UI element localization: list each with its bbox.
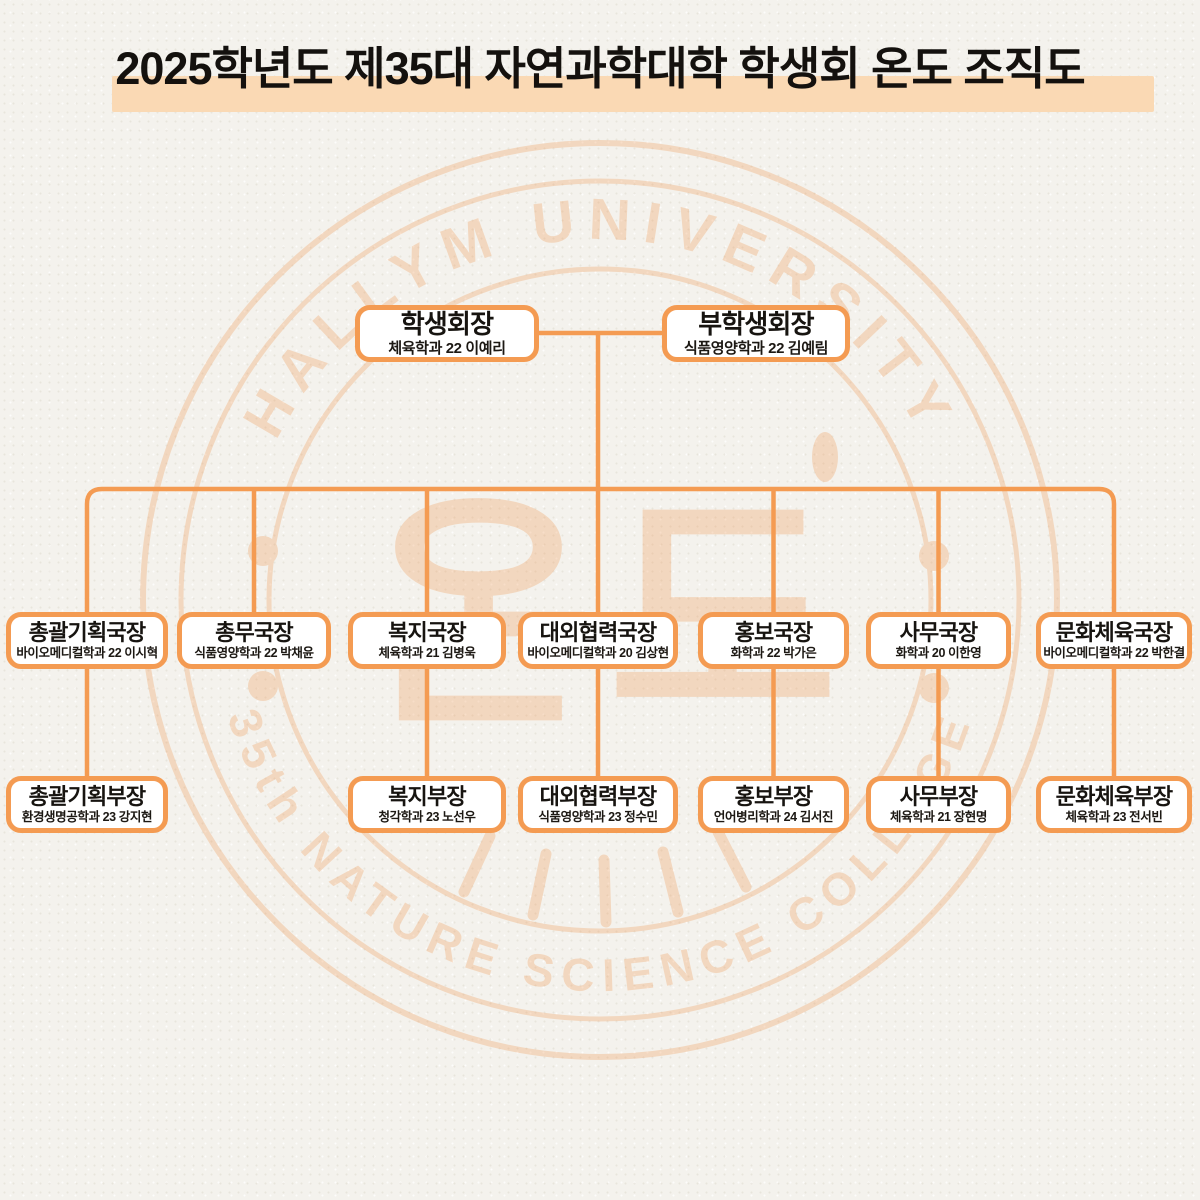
node-title: 홍보국장: [734, 620, 814, 645]
node-title: 복지부장: [388, 784, 467, 809]
node-title: 대외협력부장: [539, 784, 657, 809]
node-title: 대외협력국장: [539, 620, 657, 645]
org-node-director-general-affairs: 총무국장 식품영양학과 22 박채윤: [177, 612, 331, 669]
node-title: 홍보부장: [734, 784, 814, 809]
node-subtitle: 체육학과 23 전서빈: [1065, 810, 1163, 824]
node-subtitle: 화학과 20 이한영: [895, 646, 982, 660]
node-title: 부학생회장: [698, 309, 814, 339]
connector-bus: [84, 486, 1117, 616]
org-node-vice-president: 부학생회장 식품영양학과 22 김예림: [662, 305, 850, 362]
node-title: 복지국장: [388, 620, 467, 645]
org-node-president: 학생회장 체육학과 22 이예리: [355, 305, 539, 362]
node-subtitle: 식품영양학과 22 김예림: [683, 340, 829, 357]
node-subtitle: 환경생명공학과 23 강지현: [21, 810, 153, 824]
org-node-director-culture-sports: 문화체육국장 바이오메디컬학과 22 박한결: [1036, 612, 1192, 669]
seal-radial-ticks: [458, 826, 752, 928]
node-title: 사무부장: [899, 784, 979, 809]
org-node-director-welfare: 복지국장 체육학과 21 김병욱: [348, 612, 506, 669]
node-title: 문화체육국장: [1055, 620, 1173, 645]
node-title: 총괄기획부장: [28, 784, 146, 809]
org-node-deputy-general-planning: 총괄기획부장 환경생명공학과 23 강지현: [6, 776, 168, 833]
node-subtitle: 화학과 22 박가은: [730, 646, 817, 660]
org-node-deputy-external-relations: 대외협력부장 식품영양학과 23 정수민: [518, 776, 678, 833]
node-subtitle: 식품영양학과 23 정수민: [538, 810, 658, 824]
node-subtitle: 체육학과 22 이예리: [388, 340, 506, 357]
node-subtitle: 청각학과 23 노선우: [378, 810, 476, 824]
org-node-director-publicity: 홍보국장 화학과 22 박가은: [698, 612, 849, 669]
page-title: 2025학년도 제35대 자연과학대학 학생회 온도 조직도: [115, 43, 1085, 94]
node-title: 사무국장: [899, 620, 979, 645]
org-node-director-external-relations: 대외협력국장 바이오메디컬학과 20 김상현: [518, 612, 678, 669]
node-subtitle: 바이오메디컬학과 20 김상현: [527, 646, 669, 660]
seal-top-arc-text: HALLYM UNIVERSITY: [231, 187, 970, 448]
org-node-deputy-publicity: 홍보부장 언어병리학과 24 김서진: [698, 776, 849, 833]
org-node-director-general-planning: 총괄기획국장 바이오메디컬학과 22 이시혁: [6, 612, 168, 669]
node-title: 총괄기획국장: [28, 620, 146, 645]
org-node-director-office: 사무국장 화학과 20 이한영: [866, 612, 1011, 669]
seal-outer-ring: [140, 140, 1060, 1060]
title-highlight-band: [112, 76, 1154, 112]
node-subtitle: 식품영양학과 22 박채윤: [194, 646, 314, 660]
seal-bottom-arc-text: 35th NATURE SCIENCE COLLEGE: [218, 702, 983, 1002]
node-subtitle: 체육학과 21 장현명: [890, 810, 987, 824]
node-subtitle: 언어병리학과 24 김서진: [713, 810, 834, 824]
node-subtitle: 바이오메디컬학과 22 이시혁: [16, 646, 158, 660]
seal-middle-ring: [178, 178, 1022, 1022]
node-title: 문화체육부장: [1055, 784, 1173, 809]
org-node-deputy-culture-sports: 문화체육부장 체육학과 23 전서빈: [1036, 776, 1192, 833]
node-subtitle: 체육학과 21 김병욱: [378, 646, 476, 660]
node-title: 총무국장: [215, 620, 294, 645]
org-node-deputy-office: 사무부장 체육학과 21 장현명: [866, 776, 1011, 833]
org-node-deputy-welfare: 복지부장 청각학과 23 노선우: [348, 776, 506, 833]
node-subtitle: 바이오메디컬학과 22 박한결: [1043, 646, 1185, 660]
node-title: 학생회장: [400, 309, 494, 339]
